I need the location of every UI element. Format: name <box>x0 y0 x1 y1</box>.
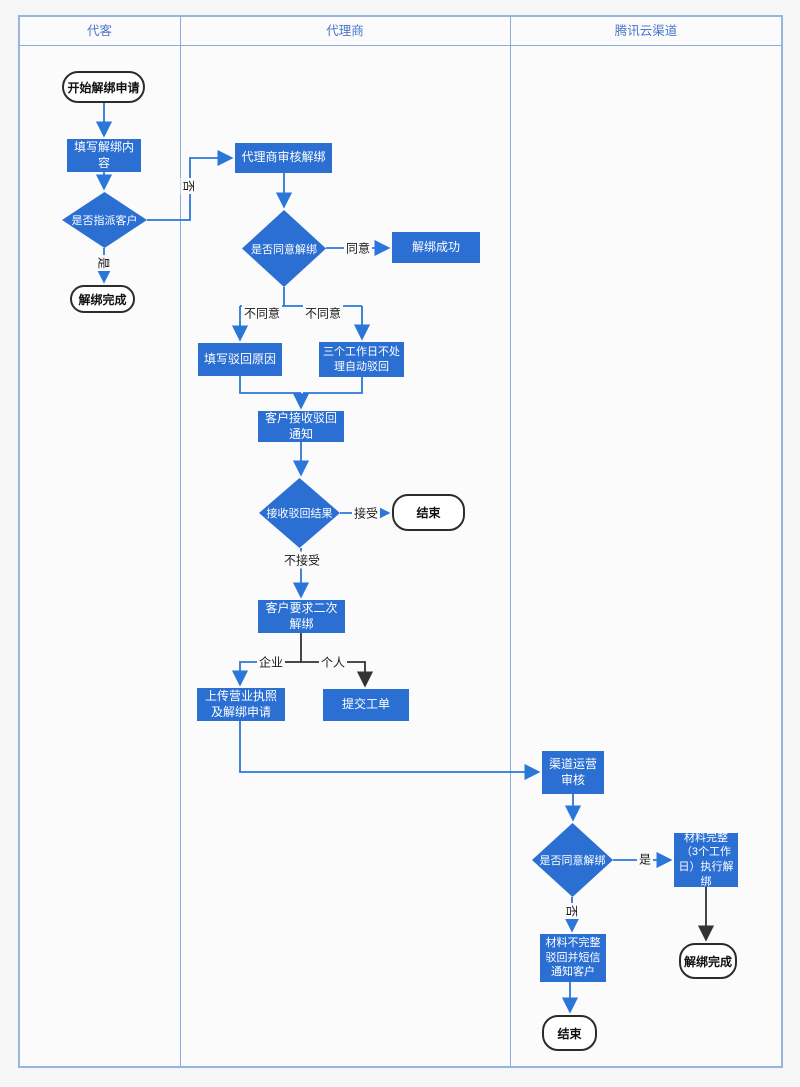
terminal-start-unbind-request[interactable]: 开始解绑申请 <box>62 71 145 103</box>
edge-label-channel-yes: 是 <box>636 850 654 868</box>
edge-label-not-accept: 不接受 <box>281 551 323 569</box>
header-divider <box>19 45 781 46</box>
edge-label-enterprise: 企业 <box>256 653 286 671</box>
edge-label-yes-assign: 是 <box>95 254 113 272</box>
edge-label-disagree-right: 不同意 <box>302 304 344 322</box>
lane-header-tencent-channel[interactable]: 腾讯云渠道 <box>614 24 678 38</box>
process-upload-license[interactable]: 上传营业执照及解绑申请 <box>197 688 285 721</box>
swimlane-frame <box>18 15 783 1068</box>
lane-divider-2 <box>510 16 511 1066</box>
edge-label-channel-no: 否 <box>563 902 581 920</box>
process-second-unbind-request[interactable]: 客户要求二次解绑 <box>258 600 345 633</box>
lane-header-customer[interactable]: 代客 <box>86 24 112 38</box>
edge-label-accept: 接受 <box>351 504 381 522</box>
terminal-end-mid[interactable]: 结束 <box>392 494 465 531</box>
process-fill-reject-reason[interactable]: 填写驳回原因 <box>198 343 282 376</box>
process-fill-unbind-content[interactable]: 填写解绑内容 <box>67 139 141 172</box>
terminal-unbind-done-right[interactable]: 解绑完成 <box>679 943 737 979</box>
lane-divider-1 <box>180 16 181 1066</box>
process-customer-receive-notice[interactable]: 客户接收驳回通知 <box>258 411 344 442</box>
process-material-complete-execute[interactable]: 材料完整（3个工作日）执行解绑 <box>674 832 738 888</box>
process-channel-ops-review[interactable]: 渠道运营审核 <box>542 751 604 794</box>
process-submit-ticket[interactable]: 提交工单 <box>323 689 409 721</box>
process-material-incomplete-reject[interactable]: 材料不完整驳回并短信通知客户 <box>540 934 606 982</box>
edge-label-personal: 个人 <box>318 653 348 671</box>
terminal-end-right[interactable]: 结束 <box>542 1015 597 1051</box>
process-agent-review[interactable]: 代理商审核解绑 <box>235 143 332 173</box>
terminal-unbind-done-left[interactable]: 解绑完成 <box>70 285 135 313</box>
process-auto-reject-3days[interactable]: 三个工作日不处理自动驳回 <box>319 342 404 377</box>
edge-label-no-assign: 否 <box>180 177 198 195</box>
edge-label-agree: 同意 <box>343 239 373 257</box>
lane-header-agent[interactable]: 代理商 <box>326 24 364 38</box>
edge-label-disagree-left: 不同意 <box>241 304 283 322</box>
process-unbind-success[interactable]: 解绑成功 <box>392 232 480 263</box>
